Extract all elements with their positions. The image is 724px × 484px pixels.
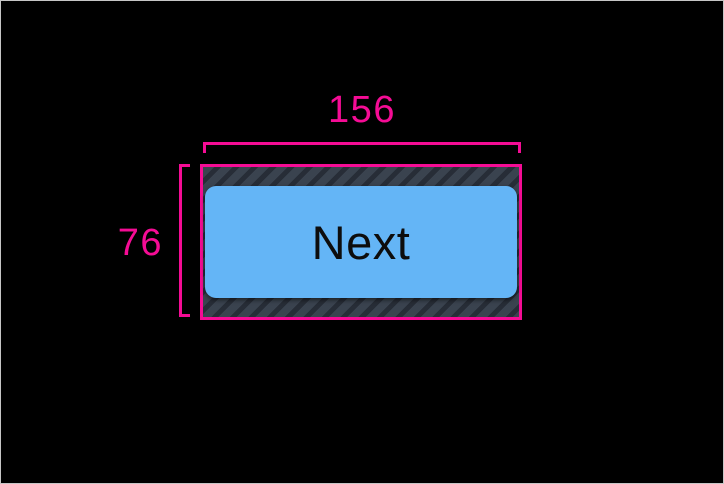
- next-button[interactable]: Next: [205, 186, 517, 298]
- height-measure-bracket: [179, 164, 190, 317]
- selected-widget-bounds: Next: [200, 164, 522, 320]
- width-measure-bracket: [203, 142, 521, 153]
- width-dimension-label: 156: [328, 89, 396, 131]
- next-button-label: Next: [311, 215, 411, 269]
- height-dimension-label: 76: [117, 222, 163, 264]
